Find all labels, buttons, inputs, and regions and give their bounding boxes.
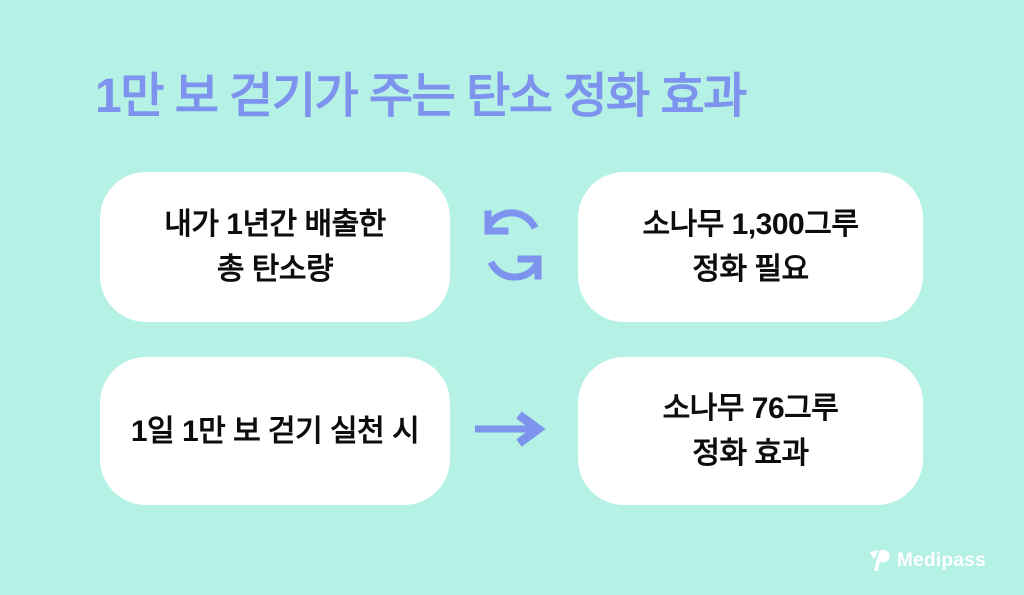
medipass-logo-icon: [868, 549, 891, 574]
card-text-line: 소나무 1,300그루: [642, 208, 859, 241]
cycle-arrows-icon: [474, 207, 552, 283]
card-annual-carbon-emission: 내가 1년간 배출한 총 탄소량: [100, 172, 450, 322]
card-pine-trees-effect: 소나무 76그루 정화 효과: [578, 357, 923, 505]
card-pine-trees-needed: 소나무 1,300그루 정화 필요: [578, 172, 923, 322]
page-title: 1만 보 걷기가 주는 탄소 정화 효과: [95, 70, 747, 123]
card-text-line: 정화 필요: [692, 253, 809, 286]
card-text-line: 정화 효과: [692, 437, 809, 470]
card-text-line: 총 탄소량: [216, 253, 334, 286]
brand-logo: Medipass: [868, 549, 986, 574]
card-daily-walking-practice: 1일 1만 보 걷기 실천 시: [100, 357, 450, 505]
card-text-line: 소나무 76그루: [662, 392, 839, 425]
card-text-line: 내가 1년간 배출한: [164, 208, 386, 241]
arrow-right-icon: [473, 410, 551, 448]
card-text-line: 1일 1만 보 걷기 실천 시: [130, 414, 420, 448]
brand-name: Medipass: [897, 550, 986, 571]
